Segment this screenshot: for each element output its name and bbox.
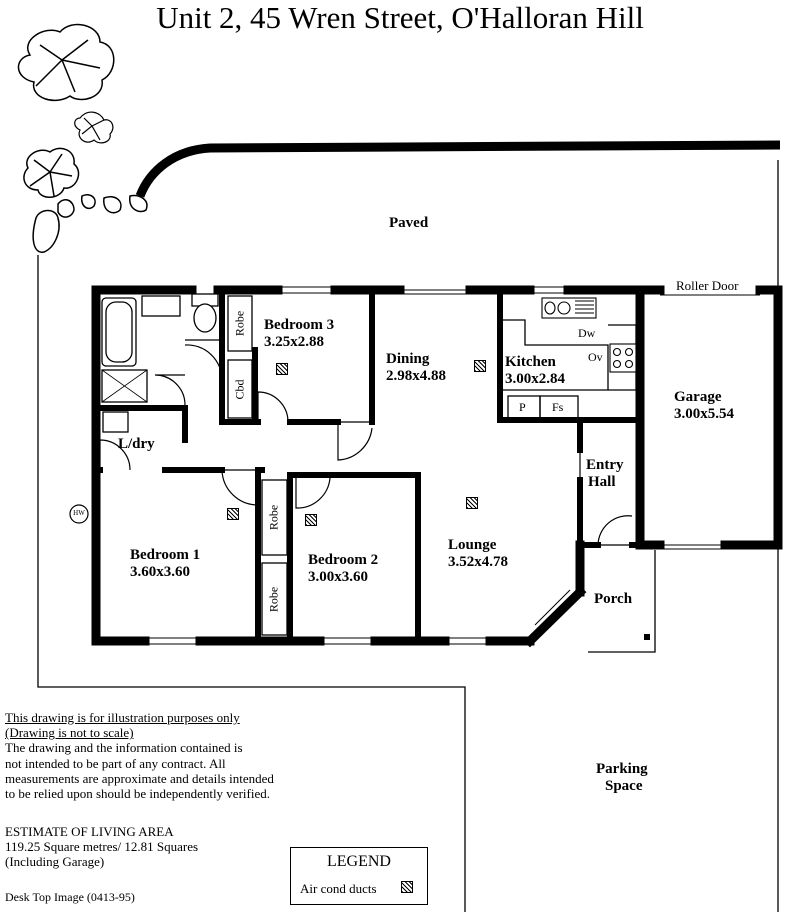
disclaimer-line: to be relied upon should be independentl… xyxy=(5,786,270,802)
porch-post xyxy=(644,634,650,640)
fridge-space-label: Fs xyxy=(552,400,564,414)
wardrobe xyxy=(227,295,288,636)
lounge-size: 3.52x4.78 xyxy=(448,554,508,570)
roller-door-label: Roller Door xyxy=(676,278,739,293)
disclaimer-line: measurements are approximate and details… xyxy=(5,770,274,786)
dishwasher-label: Dw xyxy=(578,326,596,340)
garage-size: 3.00x5.54 xyxy=(674,406,734,422)
hot-water-label: HW xyxy=(73,509,85,517)
lounge-name: Lounge xyxy=(448,537,497,553)
disclaimer-line: This drawing is for illustration purpose… xyxy=(5,710,240,725)
sink-icon xyxy=(541,297,597,319)
bedroom3-name: Bedroom 3 xyxy=(264,317,335,333)
credit-text: Desk Top Image (0413-95) xyxy=(5,890,135,904)
disclaimer-line: (Drawing is not to scale) xyxy=(5,725,134,741)
bedroom1-size: 3.60x3.60 xyxy=(130,564,190,580)
air-duct-icon xyxy=(276,363,288,375)
toilet-icon xyxy=(191,293,219,333)
robe-label: Robe xyxy=(266,504,281,531)
exterior-walls xyxy=(91,285,783,648)
estimate-line: (Including Garage) xyxy=(5,854,105,870)
air-duct-icon xyxy=(227,508,239,520)
bedroom1-name: Bedroom 1 xyxy=(130,547,201,563)
entry-label: Entry xyxy=(586,457,624,473)
garage-name: Garage xyxy=(674,389,722,405)
legend-item-label: Air cond ducts xyxy=(300,881,377,896)
window xyxy=(92,286,760,645)
interior-walls xyxy=(95,287,643,644)
kitchen-size: 3.00x2.84 xyxy=(505,371,565,387)
bath-icon xyxy=(101,295,181,433)
robe-label: Robe xyxy=(266,586,281,613)
disclaimer-line: The drawing and the information containe… xyxy=(5,740,243,756)
shrub-icon xyxy=(74,111,114,144)
legend-title: LEGEND xyxy=(327,853,391,870)
hot-water-icon xyxy=(69,504,89,524)
tree-icon xyxy=(23,147,80,198)
cooktop-icon xyxy=(609,343,637,373)
paved-label: Paved xyxy=(389,215,429,231)
disclaimer-line: not intended to be part of any contract.… xyxy=(5,755,226,771)
tree-icon xyxy=(17,23,115,102)
hall-label: Hall xyxy=(588,474,616,490)
disclaimer-block: This drawing is for illustration purpose… xyxy=(5,710,274,801)
porch-label: Porch xyxy=(594,591,633,607)
kitchen-name: Kitchen xyxy=(505,354,556,370)
estimate-heading: ESTIMATE OF LIVING AREA xyxy=(5,824,174,839)
dining-size: 2.98x4.88 xyxy=(386,368,446,384)
bedroom2-size: 3.00x3.60 xyxy=(308,569,368,585)
estimate-line: 119.25 Square metres/ 12.81 Squares xyxy=(5,839,199,855)
bedroom3-size: 3.25x2.88 xyxy=(264,334,324,350)
cbd-label: Cbd xyxy=(232,379,247,400)
pantry-label: P xyxy=(519,400,526,414)
page-title: Unit 2, 45 Wren Street, O'Halloran Hill xyxy=(156,0,644,35)
air-duct-icon xyxy=(466,497,478,509)
air-duct-icon xyxy=(474,360,486,372)
oven-label: Ov xyxy=(588,350,603,364)
space-label: Space xyxy=(605,778,643,794)
door xyxy=(99,339,633,546)
laundry-name: L/dry xyxy=(118,436,155,452)
rock-icon xyxy=(32,194,148,253)
robe-label: Robe xyxy=(232,310,247,337)
area-estimate-block: ESTIMATE OF LIVING AREA 119.25 Square me… xyxy=(5,824,198,870)
parking-label: Parking xyxy=(596,761,648,777)
air-duct-icon xyxy=(401,881,413,893)
dining-name: Dining xyxy=(386,351,430,367)
bedroom2-name: Bedroom 2 xyxy=(308,552,379,568)
air-duct-icon xyxy=(305,514,317,526)
legend: LEGEND Air cond ducts xyxy=(290,847,428,905)
